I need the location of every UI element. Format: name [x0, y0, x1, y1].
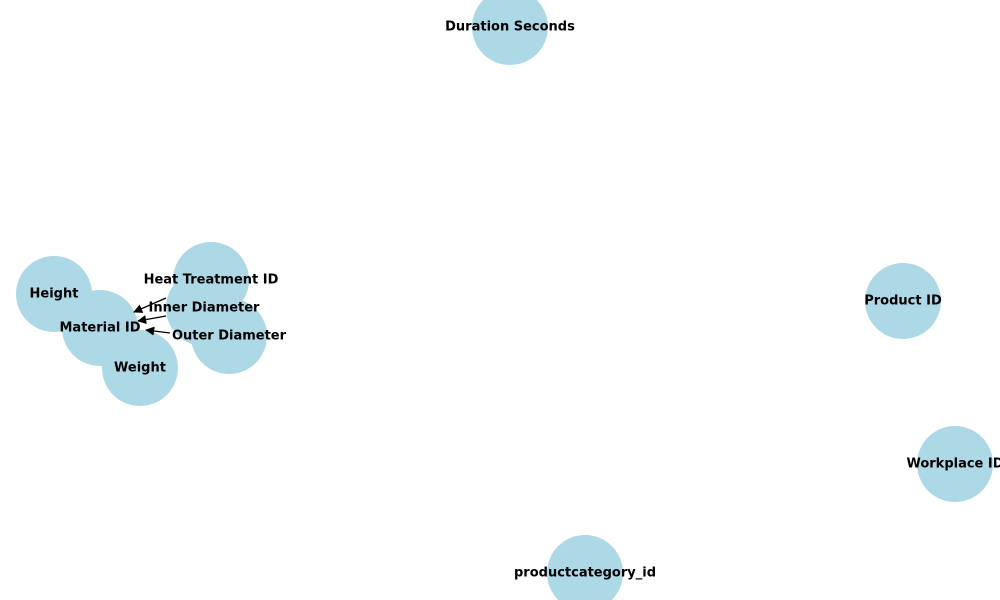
node-label-duration-seconds: Duration Seconds [445, 20, 575, 35]
node-label-height: Height [30, 287, 79, 302]
node-outer-diameter [191, 298, 267, 374]
node-label-product-id: Product ID [864, 294, 942, 309]
node-label-workplace-id: Workplace ID [906, 457, 1000, 472]
node-label-outer-diameter: Outer Diameter [172, 329, 287, 344]
edge-outer-diameter-to-material-id [145, 326, 171, 336]
edge-heat-treatment-id-to-material-id [133, 297, 167, 313]
node-duration-seconds [472, 0, 548, 65]
node-weight [102, 330, 178, 406]
edge-inner-diameter-to-material-id [137, 315, 167, 325]
nodes-layer [16, 0, 993, 600]
node-label-inner-diameter: Inner Diameter [149, 301, 261, 316]
node-productcategory-id [547, 535, 623, 600]
node-workplace-id [917, 426, 993, 502]
edges-layer [133, 297, 171, 336]
node-label-material-id: Material ID [60, 321, 141, 336]
node-label-heat-treatment-id: Heat Treatment ID [144, 273, 279, 288]
node-product-id [865, 263, 941, 339]
node-label-weight: Weight [114, 361, 166, 376]
node-label-productcategory-id: productcategory_id [514, 566, 656, 581]
